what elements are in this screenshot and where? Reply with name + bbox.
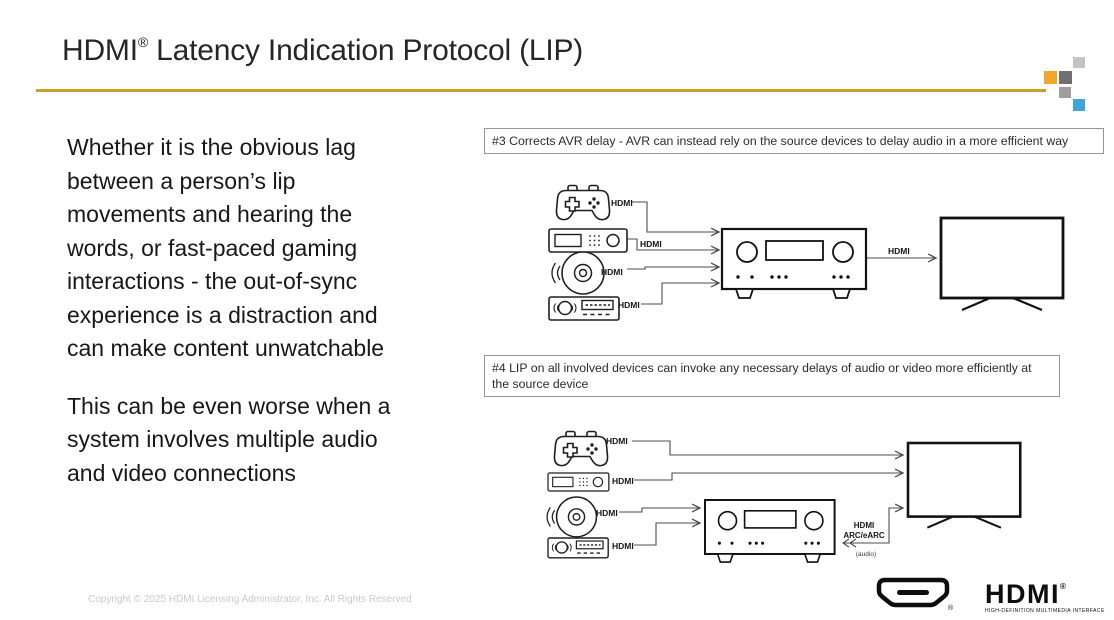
hdmi-label: HDMI [612,541,634,551]
hdmi-label: HDMI [596,508,618,518]
arc-label-line1: HDMI [854,521,874,530]
soundbar-icon [547,537,609,559]
pixel-square-blue [1073,99,1085,111]
arc-label-line2: ARC/eARC [843,531,885,540]
arc-return-arrowhead [842,538,857,548]
intro-paragraph-2: This can be even worse when a system inv… [67,392,391,486]
hdmi-label: HDMI [601,267,623,277]
av-receiver-icon [720,227,868,300]
av-receiver-icon [704,499,836,564]
arc-audio-label: (audio) [856,551,876,558]
hdmi-wordmark-tagline: HIGH-DEFINITION MULTIMEDIA INTERFACE [985,608,1105,614]
intro-text: Whether it is the obvious lag between a … [67,131,457,490]
hdmi-label: HDMI [606,436,628,446]
hdmi-label: HDMI [618,300,640,310]
copyright-text: Copyright © 2025 HDMI Licensing Administ… [88,594,412,605]
diagram-scenario3: HDMI HDMI HDMI HDMI HDMI [548,184,1065,321]
hdmi-label: HDMI [888,246,910,256]
scenario3-caption: #3 Corrects AVR delay - AVR can instead … [484,128,1104,154]
disc-player-icon [551,251,605,295]
page-title: HDMI® Latency Indication Protocol (LIP) [62,34,583,68]
game-controller-icon [555,184,611,221]
connector-registered-mark: ® [948,604,954,612]
intro-paragraph-1: Whether it is the obvious lag between a … [67,134,385,361]
pixel-square-lightgray [1073,57,1085,68]
pixel-square-gray [1059,87,1071,98]
title-brand: HDMI [62,34,138,67]
hdmi-wordmark: HDMI [985,579,1060,609]
title-rest: Latency Indication Protocol (LIP) [147,34,584,67]
tv-icon [939,216,1065,312]
set-top-box-icon [548,228,628,253]
registered-mark: ® [137,34,148,50]
pixel-square-darkgray [1059,71,1072,84]
game-controller-icon [553,430,609,467]
hdmi-label: HDMI [640,239,662,249]
set-top-box-icon [547,472,610,492]
hdmi-label: HDMI [612,476,634,486]
scenario4-caption: #4 LIP on all involved devices can invok… [484,355,1060,397]
title-divider [36,89,1046,92]
hdmi-wordmark-text: HDMI® [985,574,1110,609]
diagram-scenario4: HDMI HDMI HDMI HDMI HDMI ARC/eARC (audio… [546,430,1022,564]
tv-icon [906,441,1022,529]
diagram2-connections [619,440,903,548]
hdmi-connector-icon: ® [876,577,954,612]
hdmi-wordmark-logo: HDMI® HIGH-DEFINITION MULTIMEDIA INTERFA… [985,574,1110,615]
hdmi-label: HDMI [611,198,633,208]
wordmark-registered-mark: ® [1060,582,1066,591]
disc-player-icon [546,496,598,538]
soundbar-icon [548,296,620,321]
pixel-square-orange [1044,71,1057,84]
